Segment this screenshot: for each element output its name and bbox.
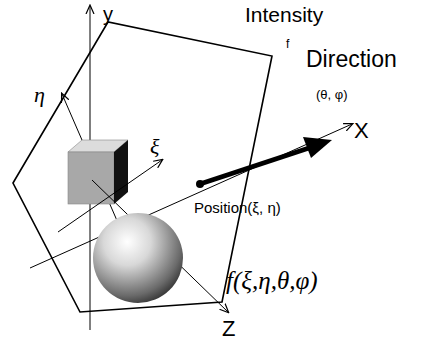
axis-label: ξ — [150, 136, 159, 158]
axis-label: Z — [222, 318, 235, 340]
formula: f(ξ,η,θ,φ) — [226, 268, 318, 293]
annotation: f — [286, 38, 289, 50]
annotation: Direction — [306, 48, 397, 71]
axis-label: η — [34, 84, 45, 106]
direction-arrow — [196, 137, 332, 188]
annotation: Position(ξ, η) — [194, 200, 281, 215]
annotation: (θ, φ) — [316, 88, 348, 101]
cube — [68, 140, 128, 204]
axis-label: y — [103, 4, 113, 24]
axis-label: X — [354, 120, 369, 142]
sphere — [93, 213, 183, 303]
annotation: Intensity — [245, 4, 323, 25]
x-axis — [30, 124, 352, 268]
